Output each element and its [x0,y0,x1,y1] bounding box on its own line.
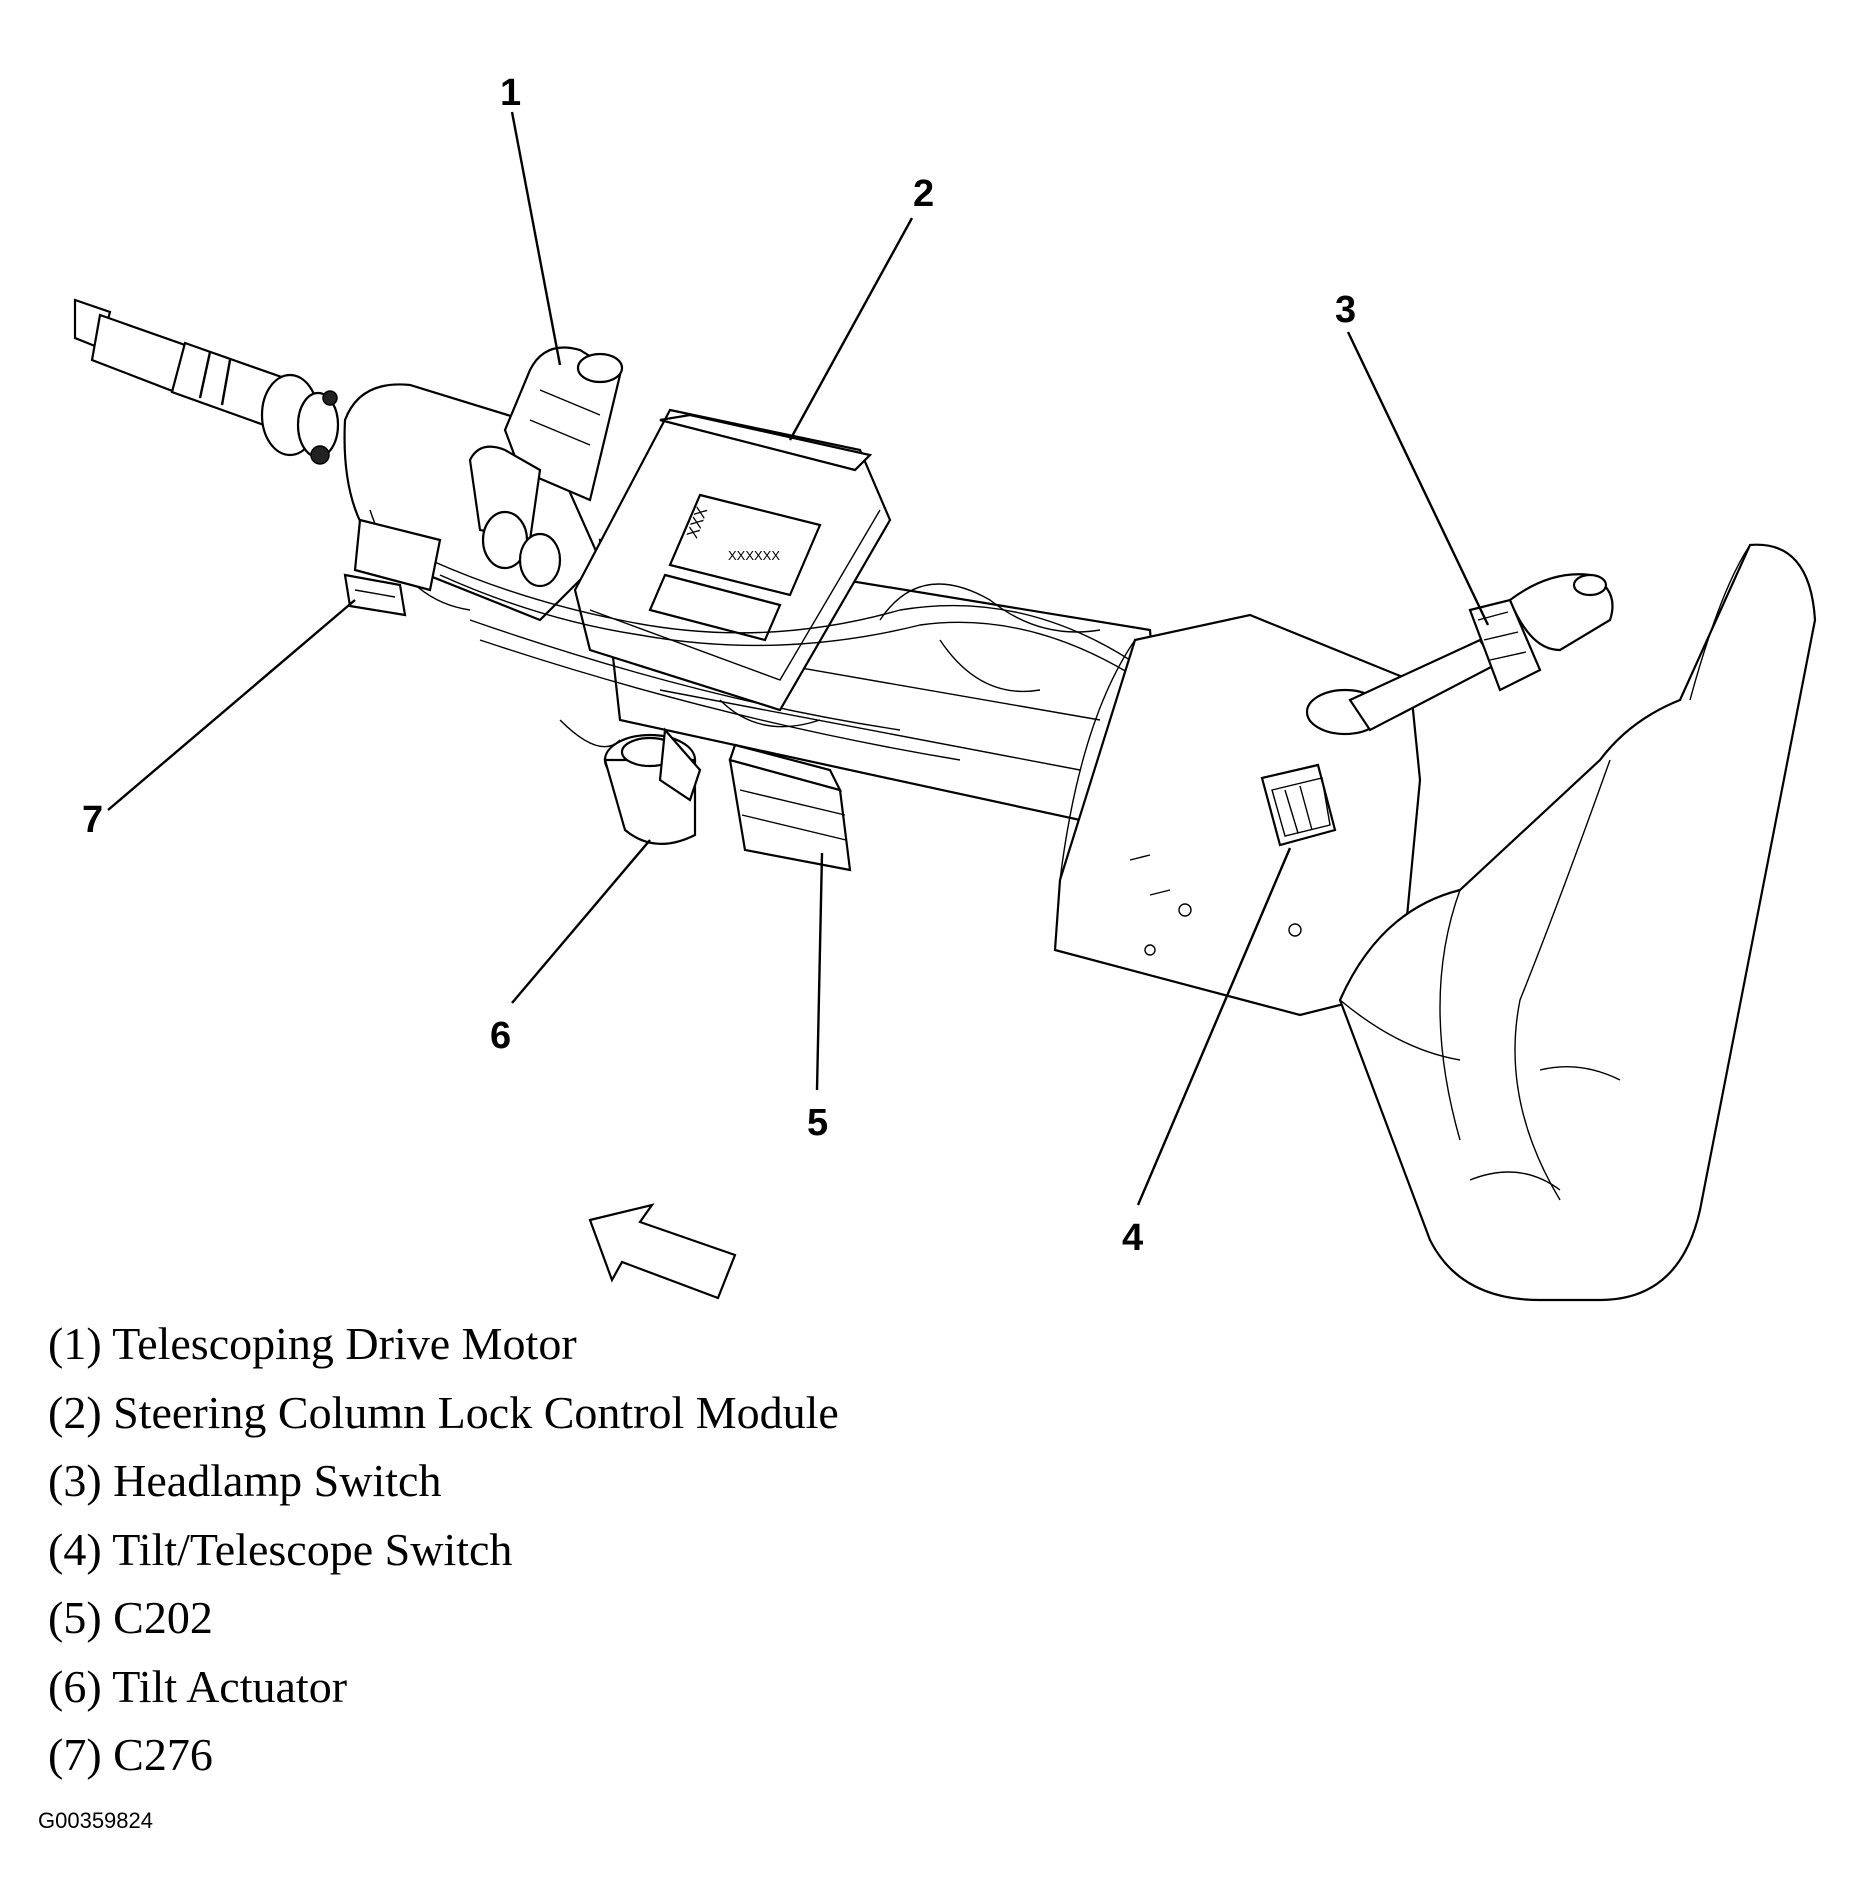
callout-1: 1 [500,72,521,114]
legend-item: (6) Tilt Actuator [48,1660,348,1712]
module-label-line2: XXXXXX [728,548,780,563]
callout-7: 7 [82,799,103,841]
legend-item: (5) C202 [48,1592,213,1643]
callout-4: 4 [1122,1217,1143,1259]
callout-2: 2 [913,173,934,215]
connector-c202 [728,743,852,872]
legend-item: (1) Telescoping Drive Motor [48,1318,577,1369]
legend-item: (4) Tilt/Telescope Switch [48,1523,513,1575]
callout-3: 3 [1335,289,1356,331]
legend-item: (7) C276 [48,1729,213,1780]
headlamp-switch [1348,573,1614,732]
callout-6: 6 [490,1015,511,1057]
lock-control-module: XXX XXXXXX [573,408,892,712]
leader-lines [107,111,1490,1206]
telescoping-drive-motor [468,346,624,588]
component-legend: (1) Telescoping Drive Motor (2) Steering… [48,1310,839,1790]
intermediate-shaft [73,298,340,465]
tilt-telescope-switch [1260,763,1337,847]
legend-item: (3) Headlamp Switch [48,1455,442,1506]
figure-id: G00359824 [38,1808,153,1833]
column-shroud [1053,613,1422,1017]
tilt-actuator [603,727,702,845]
legend-item: (2) Steering Column Lock Control Module [48,1386,839,1438]
direction-arrow [588,1203,737,1300]
callout-5: 5 [807,1102,828,1144]
connector-c276 [343,518,442,617]
steering-wheel [1338,543,1817,1302]
